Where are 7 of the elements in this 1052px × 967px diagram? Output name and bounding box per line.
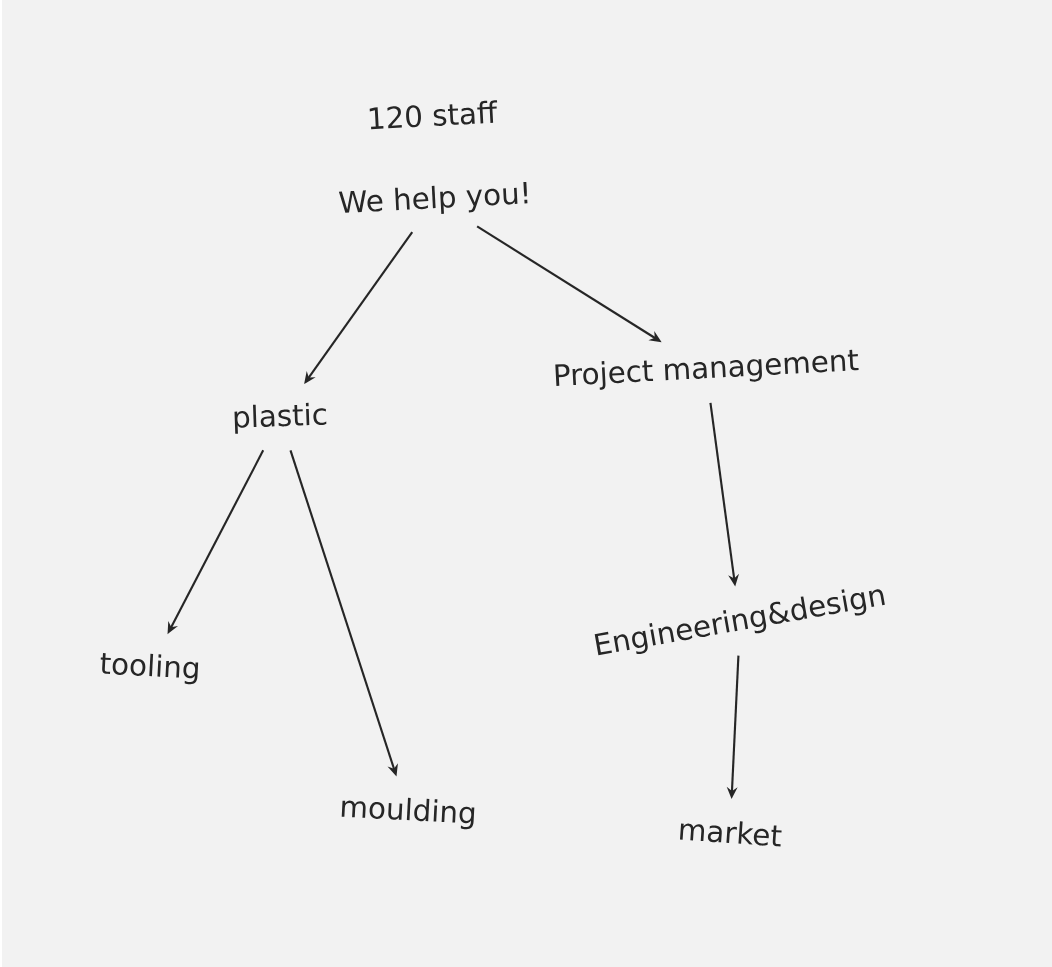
handwritten-text: tooling — [100, 653, 199, 685]
handwritten-text: market — [680, 821, 782, 847]
handwritten-text: plastic — [234, 402, 327, 434]
handwritten-text: moulding — [341, 797, 475, 830]
handwritten-text: We help you! — [338, 181, 528, 214]
handwritten-text: 120 staff — [369, 100, 498, 130]
handwritten-text: Project management — [555, 349, 859, 390]
